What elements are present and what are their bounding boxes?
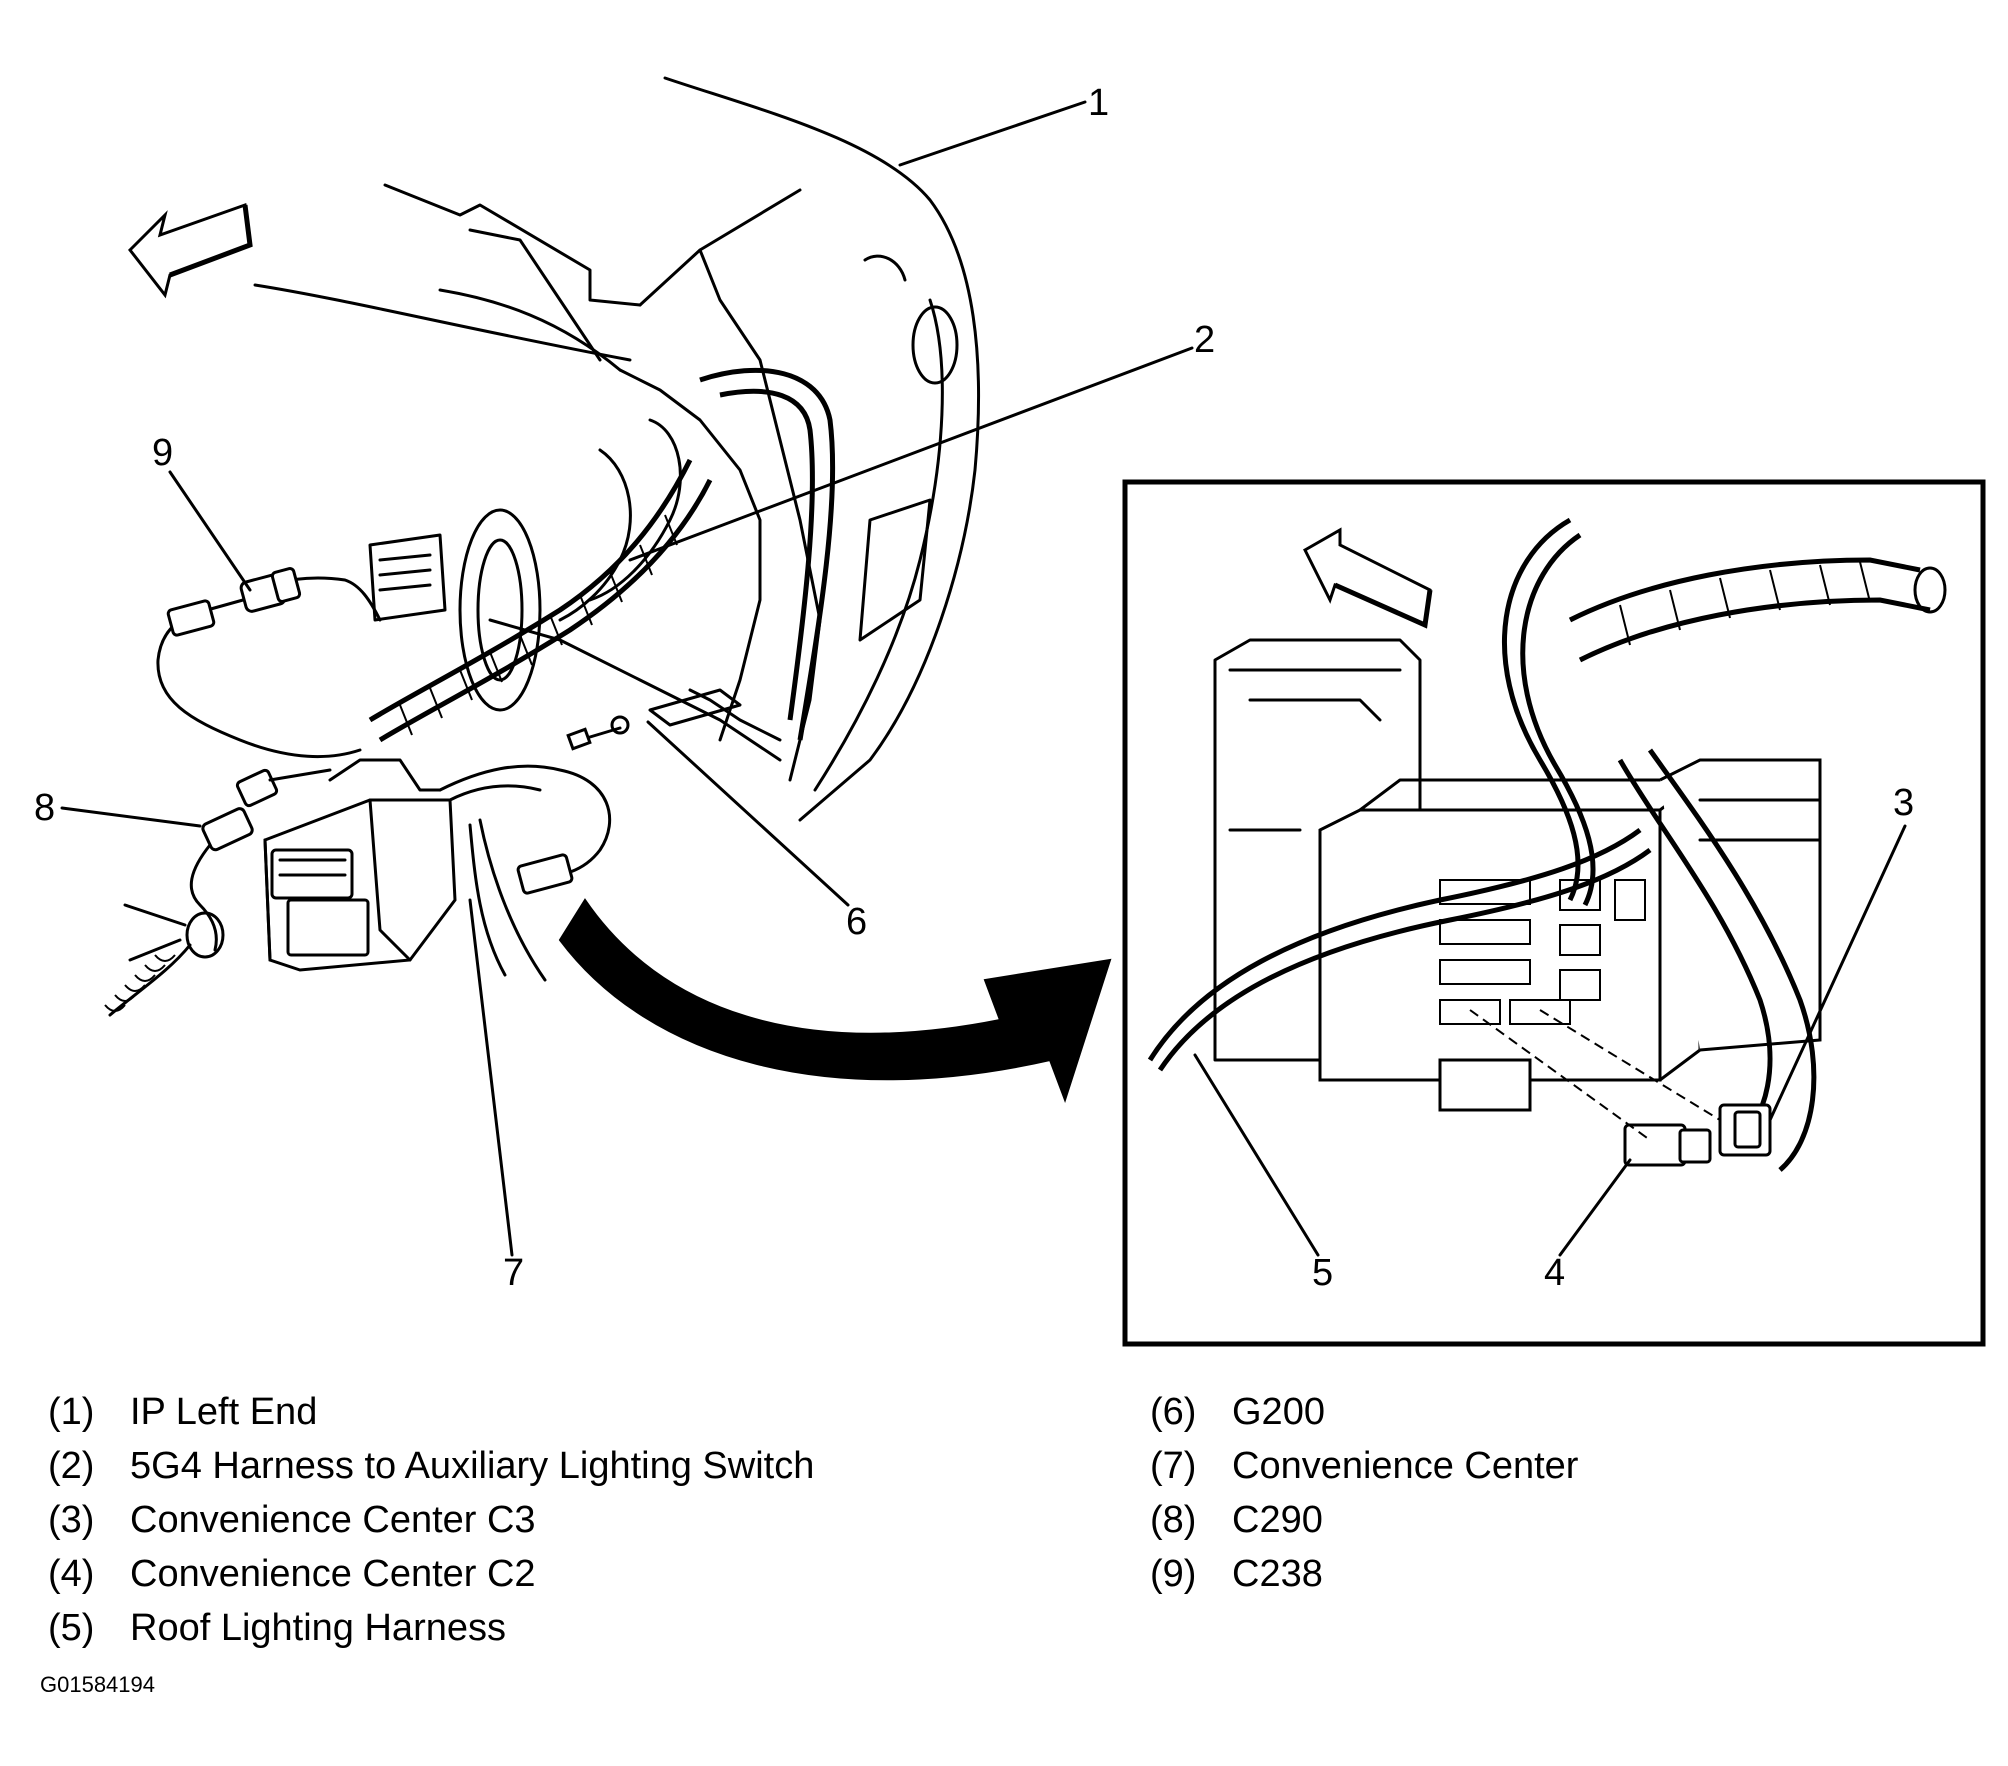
legend-text: Convenience Center C3 (130, 1499, 536, 1541)
legend-number: (6) (1150, 1391, 1197, 1433)
legend-text: C238 (1232, 1553, 1323, 1595)
callout-1: 1 (1088, 82, 1109, 124)
legend-number: (7) (1150, 1445, 1197, 1487)
callout-9: 9 (152, 432, 173, 474)
leader-lines (60, 100, 1907, 1257)
legend-right-column: (6) G200 (7) Convenience Center (8) C290… (1150, 1385, 1578, 1601)
legend-number: (8) (1150, 1499, 1197, 1541)
legend-item-1: (1) IP Left End (48, 1385, 814, 1439)
callout-4: 4 (1544, 1252, 1565, 1294)
legend-text: Convenience Center C2 (130, 1553, 536, 1595)
legend-number: (9) (1150, 1553, 1197, 1595)
legend-number: (2) (48, 1445, 95, 1487)
legend-number: (4) (48, 1553, 95, 1595)
legend-text: G200 (1232, 1391, 1325, 1433)
detail-inset (1122, 479, 1986, 1347)
legend-text: C290 (1232, 1499, 1323, 1541)
figure-id: G01584194 (40, 1672, 155, 1697)
legend-item-4: (4) Convenience Center C2 (48, 1547, 814, 1601)
legend-number: (5) (48, 1607, 95, 1649)
callout-2: 2 (1194, 319, 1215, 361)
legend-item-3: (3) Convenience Center C3 (48, 1493, 814, 1547)
legend-text: Convenience Center (1232, 1445, 1579, 1487)
callout-5: 5 (1312, 1252, 1333, 1294)
callout-7: 7 (503, 1252, 524, 1294)
legend-left-column: (1) IP Left End (2) 5G4 Harness to Auxil… (48, 1385, 814, 1655)
legend-item-5: (5) Roof Lighting Harness (48, 1601, 814, 1655)
legend-number: (3) (48, 1499, 95, 1541)
legend-item-6: (6) G200 (1150, 1385, 1578, 1439)
legend-text: Roof Lighting Harness (130, 1607, 506, 1649)
legend-item-2: (2) 5G4 Harness to Auxiliary Lighting Sw… (48, 1439, 814, 1493)
transfer-arrow (558, 898, 1112, 1104)
legend-item-7: (7) Convenience Center (1150, 1439, 1578, 1493)
legend-number: (1) (48, 1391, 95, 1433)
legend-item-8: (8) C290 (1150, 1493, 1578, 1547)
ip-left-end-drawing (104, 76, 981, 1017)
legend-item-9: (9) C238 (1150, 1547, 1578, 1601)
callout-6: 6 (846, 901, 867, 943)
legend-text: IP Left End (130, 1391, 318, 1433)
callout-3: 3 (1893, 782, 1914, 824)
callout-8: 8 (34, 787, 55, 829)
legend-text: 5G4 Harness to Auxiliary Lighting Switch (130, 1445, 815, 1487)
